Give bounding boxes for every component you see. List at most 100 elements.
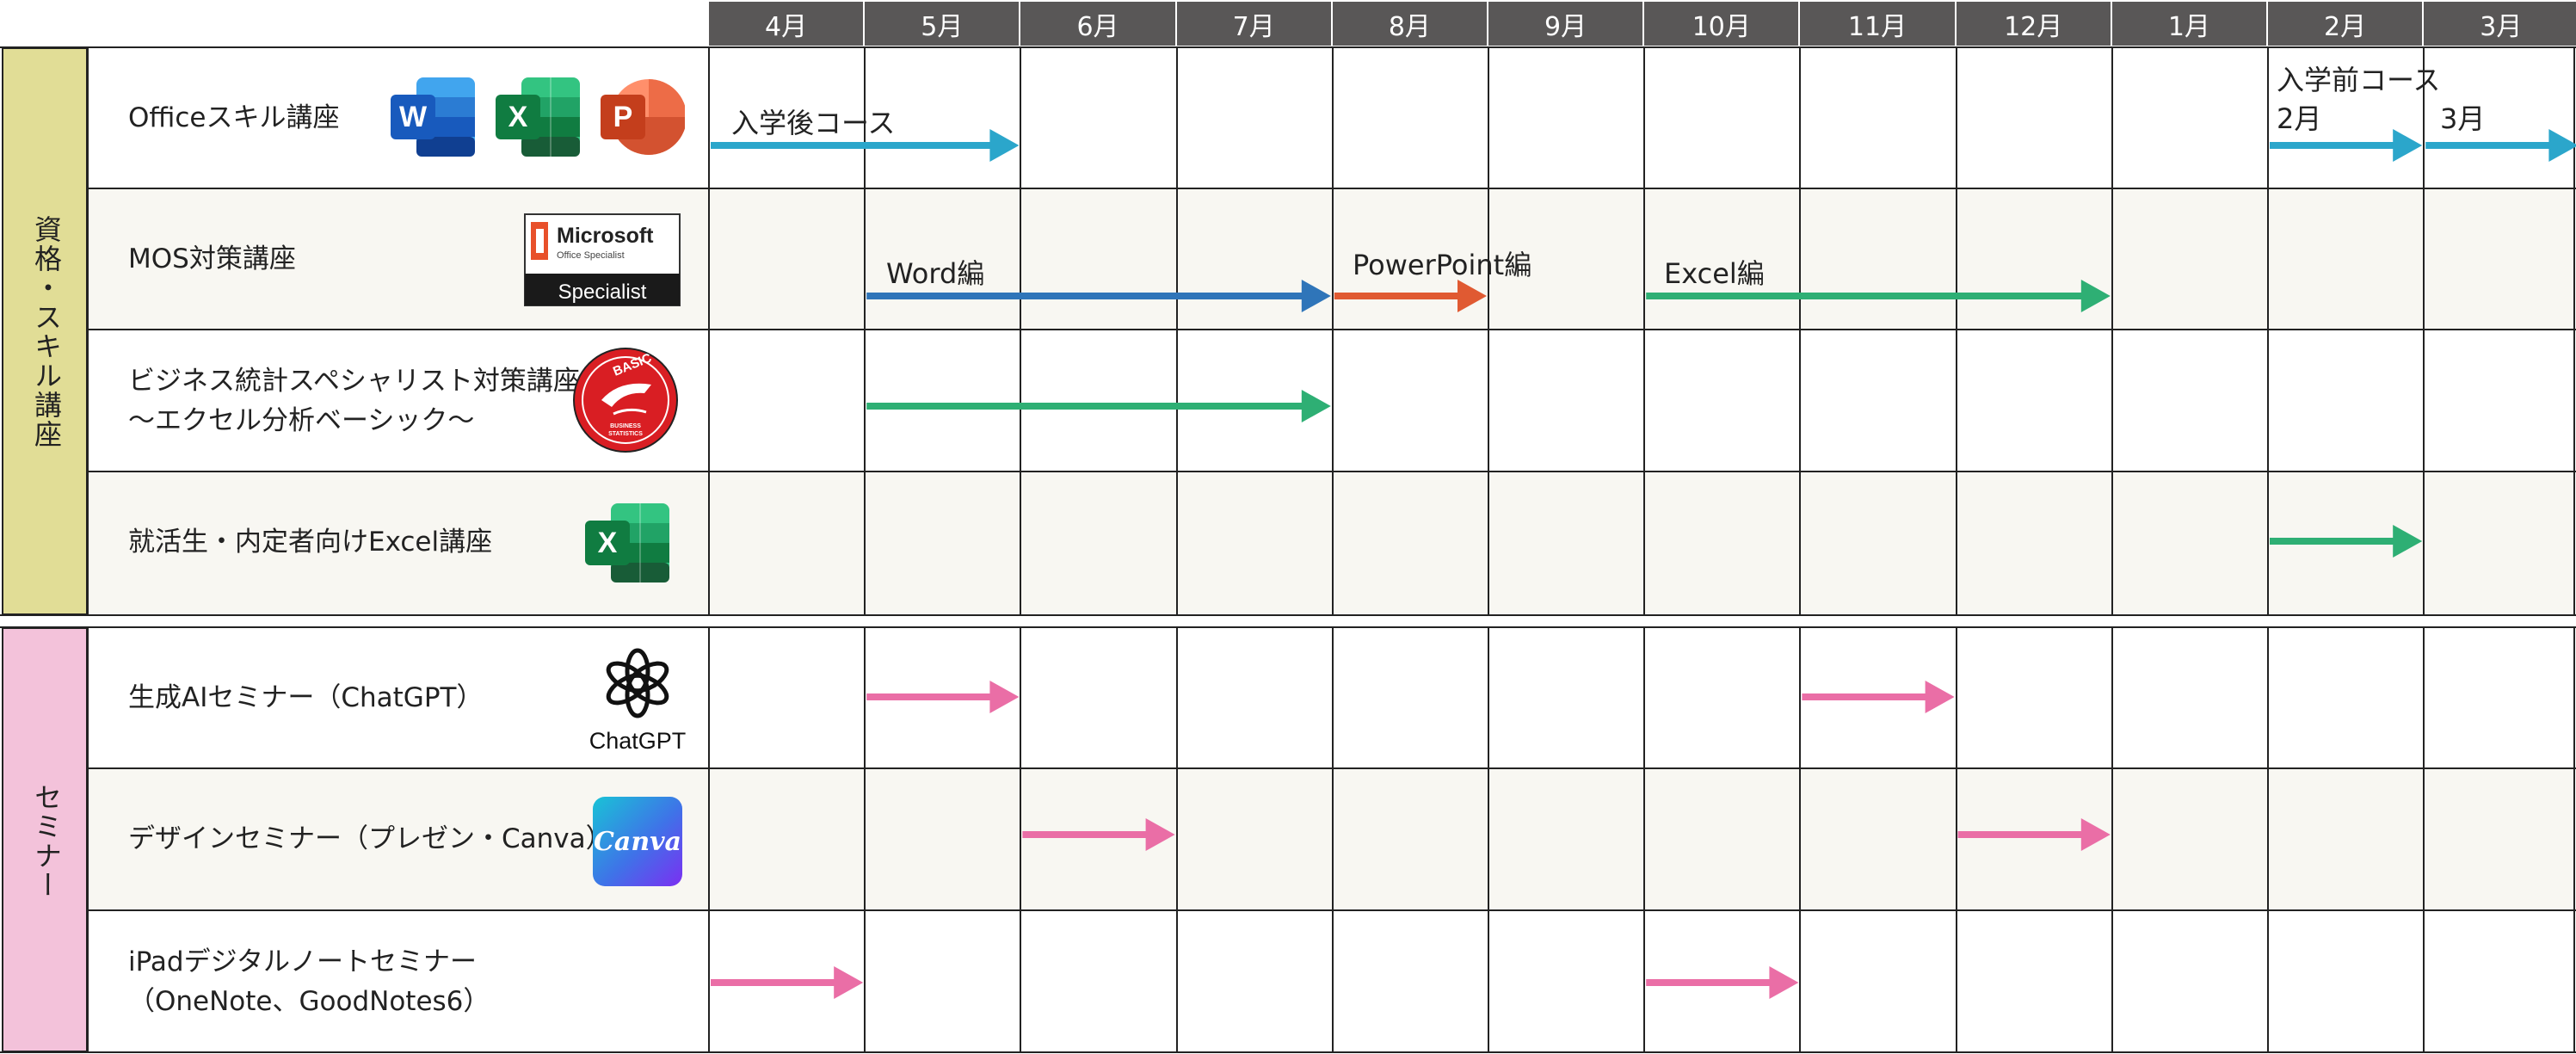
- schedule-arrow-2: [2270, 129, 2423, 162]
- business-statistics-seal: BASIC BUSINESS STATISTICS: [572, 347, 679, 453]
- row-divider-5: [88, 767, 2576, 769]
- month-divider-2-3: [1175, 627, 1178, 1052]
- row-divider-3: [88, 471, 2576, 472]
- schedule-arrow-5: [1334, 280, 1487, 312]
- month-divider-1-4: [1331, 47, 1334, 615]
- seal-bottom-text-1: BUSINESS: [610, 423, 641, 429]
- month-divider-2-10: [2267, 627, 2269, 1052]
- grid-row-7: [88, 910, 2574, 1052]
- grid-row-2: [88, 188, 2574, 330]
- grid-row-6: [88, 768, 2574, 910]
- canva-logo: Canva: [593, 797, 682, 886]
- schedule-arrow-10: [1802, 681, 1955, 713]
- month-divider-1-10: [2267, 47, 2269, 615]
- month-header-9: 12月: [1956, 2, 2112, 46]
- seal-bottom-text-2: STATISTICS: [608, 431, 643, 437]
- month-header-3: 6月: [1020, 2, 1177, 46]
- mos-badge-text: Specialist: [558, 280, 647, 304]
- row-divider-6: [88, 909, 2576, 911]
- grid-row-5: [88, 627, 2574, 768]
- label-office-feb: 2月: [2277, 102, 2322, 135]
- canva-wordmark: Canva: [594, 827, 681, 857]
- month-header-12: 3月: [2424, 2, 2576, 46]
- month-divider-1-8: [1955, 47, 1957, 615]
- month-divider-2-8: [1955, 627, 1957, 1052]
- schedule-arrow-13: [711, 966, 864, 999]
- excel-small-letter: X: [598, 527, 618, 559]
- block-bottom-line-2: [0, 1051, 2576, 1053]
- month-header-5: 8月: [1332, 2, 1488, 46]
- mos-sub-text: Office Specialist: [557, 250, 625, 261]
- course-title-genai: 生成AIセミナー（ChatGPT）: [128, 682, 484, 713]
- month-divider-2-2: [1020, 627, 1022, 1052]
- chatgpt-logo: ChatGPT: [582, 644, 693, 755]
- schedule-arrow-14: [1646, 966, 1799, 999]
- mos-specialist-logo: Microsoft Office Specialist Specialist: [524, 213, 681, 306]
- word-letter: W: [399, 101, 428, 133]
- schedule-arrow-4: [866, 280, 1331, 312]
- month-divider-2-7: [1799, 627, 1802, 1052]
- month-divider-1-1: [864, 47, 866, 615]
- month-divider-2-4: [1331, 627, 1334, 1052]
- label-office-after: 入学後コース: [731, 107, 896, 139]
- schedule-arrow-8: [2270, 525, 2423, 558]
- mos-brand-text: Microsoft: [557, 224, 654, 248]
- category-label-skills: 資格・スキル講座: [30, 215, 63, 449]
- month-header-8: 11月: [1800, 2, 1957, 46]
- course-title-business-statistics: ビジネス統計スペシャリスト対策講座 〜エクセル分析ベーシック〜: [128, 366, 580, 436]
- excel-letter: X: [508, 101, 528, 133]
- schedule-arrow-11: [1022, 818, 1175, 851]
- month-divider-2-0: [708, 627, 710, 1052]
- right-edge-line-2: [2573, 627, 2575, 1052]
- course-title-design: デザインセミナー（プレゼン・Canva）: [128, 823, 613, 854]
- row-divider-1: [88, 188, 2576, 189]
- month-divider-1-2: [1020, 47, 1022, 615]
- schedule-arrow-3: [2425, 129, 2576, 162]
- course-title-excel-jobhunt: 就活生・内定者向けExcel講座: [128, 527, 493, 558]
- row-divider-2: [88, 329, 2576, 330]
- label-office-before-group: 入学前コース: [2277, 64, 2441, 96]
- month-header-6: 9月: [1488, 2, 1645, 46]
- course-title-mos: MOS対策講座: [128, 243, 296, 274]
- category-divider-1: [87, 47, 89, 615]
- month-divider-1-6: [1643, 47, 1646, 615]
- month-divider-1-5: [1488, 47, 1489, 615]
- course-title-office: Officeスキル講座: [128, 102, 340, 133]
- month-divider-1-9: [2111, 47, 2113, 615]
- label-mos-powerpoint: PowerPoint編: [1353, 249, 1532, 281]
- grid-row-4: [88, 472, 2574, 615]
- right-edge-line-1: [2573, 47, 2575, 615]
- label-office-mar: 3月: [2440, 102, 2486, 135]
- month-divider-2-5: [1488, 627, 1489, 1052]
- month-divider-1-0: [708, 47, 710, 615]
- label-mos-word: Word編: [886, 257, 985, 290]
- month-header-7: 10月: [1644, 2, 1801, 46]
- month-header-10: 1月: [2111, 2, 2268, 46]
- excel-icon: X: [496, 77, 580, 157]
- category-divider-2: [87, 627, 89, 1052]
- course-title-ipad: iPadデジタルノートセミナー （OneNote、GoodNotes6）: [128, 946, 490, 1017]
- month-header-11: 2月: [2268, 2, 2425, 46]
- schedule-arrow-12: [1957, 818, 2111, 851]
- month-divider-1-7: [1799, 47, 1802, 615]
- category-label-seminar: セミナー: [30, 783, 63, 900]
- month-header-1: 4月: [709, 2, 866, 46]
- schedule-arrow-7: [866, 390, 1331, 422]
- category-band-seminar: [2, 627, 88, 1052]
- powerpoint-icon: P: [601, 77, 687, 157]
- month-header-2: 5月: [865, 2, 1021, 46]
- block-top-line-2: [0, 626, 2576, 628]
- month-divider-1-3: [1175, 47, 1178, 615]
- schedule-arrow-1: [711, 129, 1020, 162]
- excel-icon-small: X: [585, 503, 669, 582]
- grid-row-3: [88, 330, 2574, 472]
- month-header-4: 7月: [1176, 2, 1333, 46]
- chatgpt-wordmark: ChatGPT: [589, 728, 687, 754]
- month-divider-2-1: [864, 627, 866, 1052]
- block-top-line-1: [0, 46, 2576, 48]
- label-mos-excel: Excel編: [1664, 257, 1765, 290]
- month-divider-2-6: [1643, 627, 1646, 1052]
- powerpoint-letter: P: [613, 101, 633, 133]
